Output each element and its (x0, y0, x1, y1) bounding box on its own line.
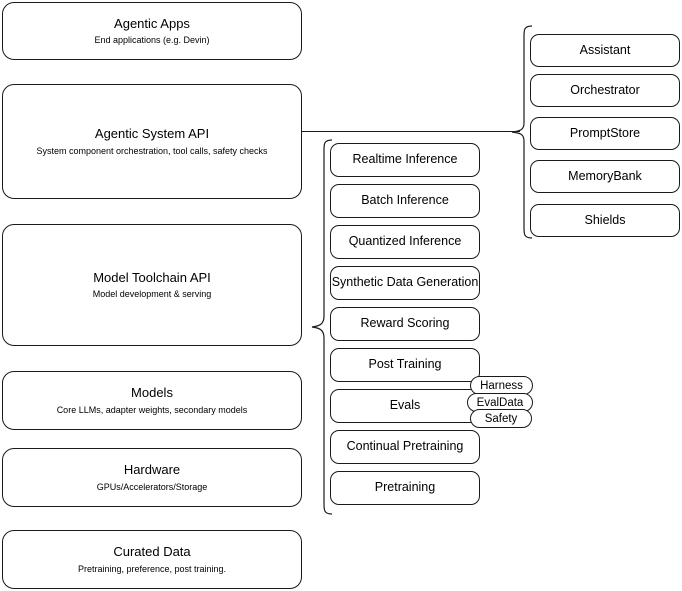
toolchain-item-batch-inference[interactable]: Batch Inference (330, 184, 480, 218)
item-label: Continual Pretraining (346, 439, 464, 454)
toolchain-item-realtime-inference[interactable]: Realtime Inference (330, 143, 480, 177)
item-label: Quantized Inference (348, 234, 462, 249)
eval-badge-evaldata[interactable]: EvalData (467, 393, 533, 412)
item-label: Assistant (579, 42, 631, 57)
toolchain-item-evals[interactable]: Evals (330, 389, 480, 423)
stack-layer-hardware[interactable]: Hardware GPUs/Accelerators/Storage (2, 448, 302, 507)
layer-title: Curated Data (113, 544, 191, 560)
item-label: Batch Inference (361, 193, 449, 208)
layer-title: Model Toolchain API (93, 269, 211, 285)
toolchain-item-reward-scoring[interactable]: Reward Scoring (330, 307, 480, 341)
toolchain-item-continual-pretraining[interactable]: Continual Pretraining (330, 430, 480, 464)
layer-subtitle: End applications (e.g. Devin) (94, 35, 210, 45)
item-label: Reward Scoring (360, 316, 450, 331)
system-component-shields[interactable]: Shields (530, 204, 680, 237)
layer-subtitle: Pretraining, preference, post training. (77, 563, 227, 574)
toolchain-item-quantized-inference[interactable]: Quantized Inference (330, 225, 480, 259)
stack-layer-model-toolchain-api[interactable]: Model Toolchain API Model development & … (2, 224, 302, 346)
item-label: Pretraining (374, 480, 436, 495)
badge-label: EvalData (476, 396, 524, 409)
stack-layer-curated-data[interactable]: Curated Data Pretraining, preference, po… (2, 530, 302, 589)
badge-label: Harness (480, 379, 523, 392)
stack-layer-agentic-system-api[interactable]: Agentic System API System component orch… (2, 84, 302, 199)
layer-title: Agentic System API (94, 126, 210, 142)
item-label: Shields (584, 212, 626, 227)
item-label: Evals (389, 398, 421, 413)
system-component-promptstore[interactable]: PromptStore (530, 117, 680, 150)
brace-system-components (511, 25, 533, 239)
layer-subtitle: Model development & serving (92, 289, 212, 299)
item-label: Realtime Inference (352, 152, 458, 167)
layer-subtitle: GPUs/Accelerators/Storage (96, 481, 208, 492)
item-label: PromptStore (569, 125, 641, 140)
badge-label: Safety (484, 412, 518, 425)
item-label: Post Training (368, 357, 442, 372)
stack-layer-models[interactable]: Models Core LLMs, adapter weights, secon… (2, 371, 302, 430)
layer-subtitle: Core LLMs, adapter weights, secondary mo… (56, 404, 248, 415)
item-label: Synthetic Data Generation (331, 275, 479, 290)
layer-subtitle: System component orchestration, tool cal… (36, 145, 268, 156)
item-label: MemoryBank (568, 168, 642, 183)
eval-badge-safety[interactable]: Safety (470, 409, 532, 428)
toolchain-item-pretraining[interactable]: Pretraining (330, 471, 480, 505)
brace-toolchain-components (311, 139, 333, 515)
layer-title: Hardware (123, 462, 181, 478)
item-label: Orchestrator (570, 82, 640, 97)
system-component-assistant[interactable]: Assistant (530, 34, 680, 67)
toolchain-item-post-training[interactable]: Post Training (330, 348, 480, 382)
stack-layer-agentic-apps[interactable]: Agentic Apps End applications (e.g. Devi… (2, 2, 302, 60)
connector-system-api-to-components (302, 131, 520, 132)
layer-title: Models (131, 385, 173, 401)
system-component-orchestrator[interactable]: Orchestrator (530, 74, 680, 107)
system-component-memorybank[interactable]: MemoryBank (530, 160, 680, 193)
layer-title: Agentic Apps (114, 15, 190, 31)
toolchain-item-synthetic-data-generation[interactable]: Synthetic Data Generation (330, 266, 480, 300)
